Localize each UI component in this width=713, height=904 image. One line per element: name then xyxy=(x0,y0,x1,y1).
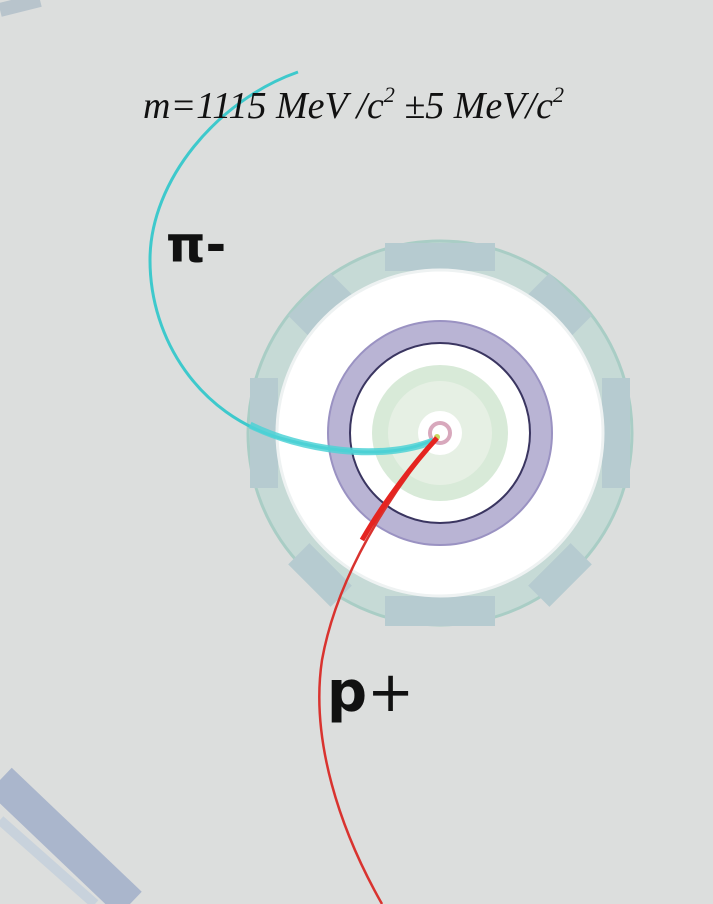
beam-pipe xyxy=(428,421,452,445)
proton-charge: + xyxy=(367,660,415,725)
mass-label-uncertainty: ±5 MeV/c xyxy=(394,85,553,127)
calorimeter-segment xyxy=(288,273,352,337)
mass-label-prefix: m=1115 MeV /c xyxy=(143,85,384,127)
calorimeter-segment xyxy=(528,273,592,337)
calorimeter-segment xyxy=(602,378,630,488)
calorimeter-segments xyxy=(250,243,630,626)
mass-label: m=1115 MeV /c2 ±5 MeV/c2 xyxy=(143,82,564,128)
proton-track-highlight xyxy=(359,436,439,542)
calorimeter-segment xyxy=(528,543,592,607)
mass-label-exponent: 2 xyxy=(383,82,395,107)
outer-vessel-edge-bottom-inner xyxy=(0,816,99,904)
outer-vessel-edge-bottom xyxy=(0,767,142,904)
calorimeter-segment xyxy=(288,543,352,607)
calorimeter-segment xyxy=(385,243,495,271)
proton-symbol: p xyxy=(327,660,368,725)
calorimeter-segment xyxy=(385,596,495,626)
outer-vessel-edge-top xyxy=(0,0,42,17)
mass-label-exponent: 2 xyxy=(552,82,564,107)
pion-label: π- xyxy=(166,216,227,274)
pion-track-highlight xyxy=(248,421,435,456)
proton-label: p+ xyxy=(327,665,414,721)
